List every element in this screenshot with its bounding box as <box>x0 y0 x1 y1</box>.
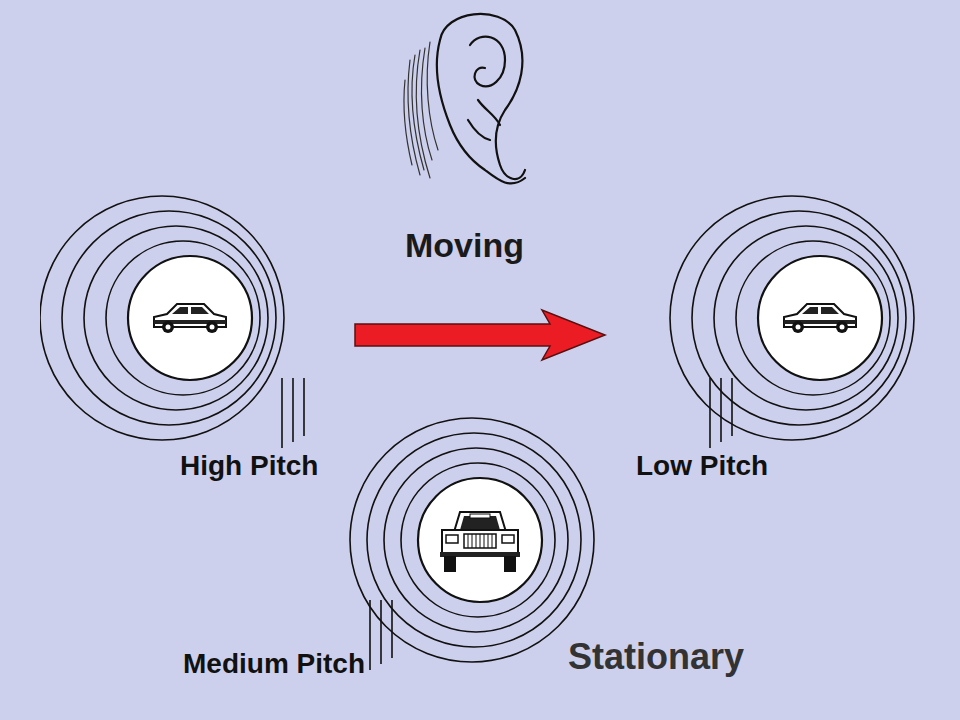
sound-source-circle: Low Pitch <box>640 180 940 490</box>
motion-arrow <box>355 310 605 360</box>
car-wavefronts <box>40 180 340 490</box>
state-label: Stationary <box>568 636 744 678</box>
pitch-label: High Pitch <box>180 450 318 482</box>
motion-label: Moving <box>405 226 524 265</box>
car-wavefronts <box>640 180 940 490</box>
pitch-label: Low Pitch <box>636 450 768 482</box>
sound-source-circle: High Pitch <box>40 180 340 490</box>
sound-source-circle: Medium Pitch <box>170 400 610 700</box>
pitch-label: Medium Pitch <box>183 648 365 680</box>
